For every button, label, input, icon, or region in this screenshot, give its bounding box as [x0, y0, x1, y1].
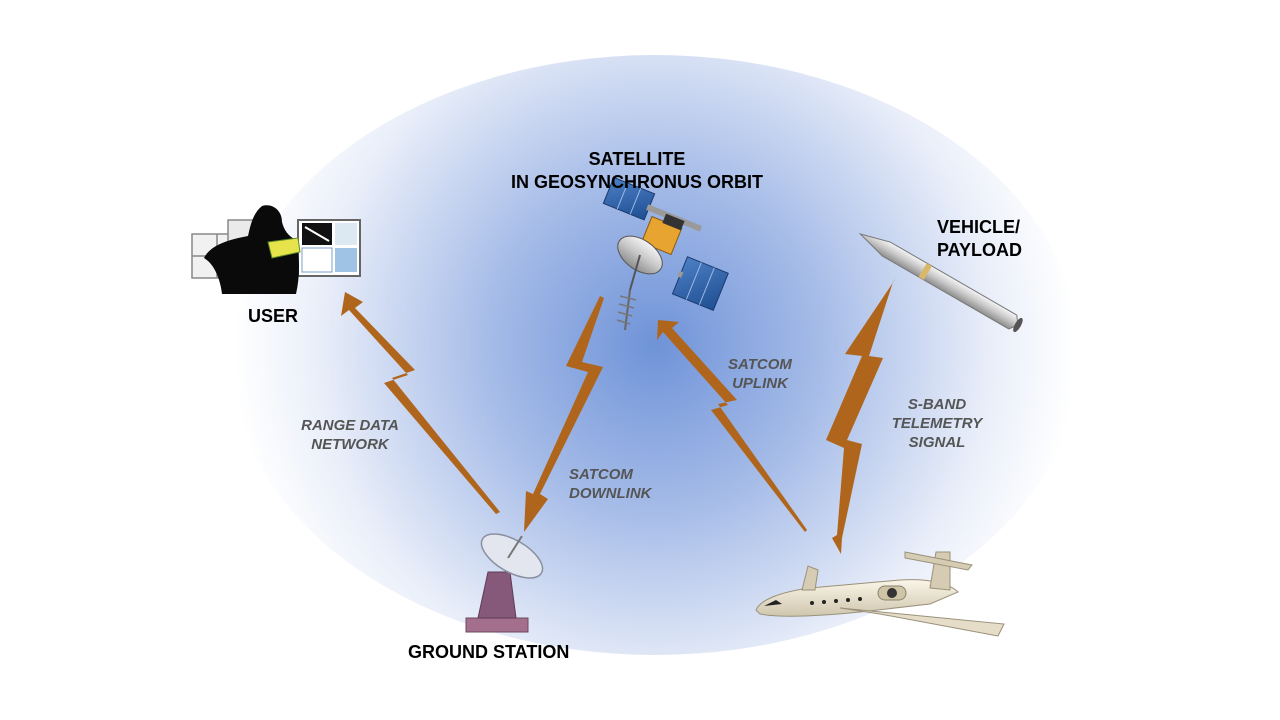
- vehicle-label-line1: VEHICLE/: [937, 217, 1021, 237]
- s-band-line3: SIGNAL: [908, 434, 966, 451]
- s-band-telemetry-bolt: [826, 278, 896, 554]
- missile-icon: [858, 233, 1023, 333]
- business-jet-icon: [755, 551, 1005, 637]
- range-data-network-label: RANGE DATA NETWORK: [290, 416, 410, 454]
- range-data-line2: NETWORK: [311, 436, 389, 453]
- satcom-uplink-line1: SATCOM: [728, 356, 792, 373]
- background-glow: [230, 55, 1080, 655]
- vehicle-label-line2: PAYLOAD: [937, 240, 1023, 260]
- satcom-downlink-line2: DOWNLINK: [569, 485, 652, 502]
- range-data-network-bolt: [341, 292, 500, 514]
- satellite-icon: [602, 176, 729, 331]
- satellite-label-line1: SATELLITE: [588, 149, 686, 169]
- user-workstation-icon: [191, 205, 361, 294]
- satcom-downlink-bolt: [524, 296, 604, 532]
- user-label: USER: [248, 306, 299, 326]
- satcom-uplink-bolt: [657, 320, 807, 532]
- ground-station-dish-icon: [465, 533, 544, 633]
- satcom-downlink-line1: SATCOM: [569, 466, 633, 483]
- satellite-label: SATELLITE IN GEOSYNCHRONUS ORBIT: [482, 148, 792, 194]
- s-band-telemetry-label: S-BAND TELEMETRY SIGNAL: [882, 395, 992, 452]
- vehicle-payload-label: VEHICLE/ PAYLOAD: [937, 216, 1022, 262]
- satellite-label-line2: IN GEOSYNCHRONUS ORBIT: [510, 172, 764, 192]
- s-band-line1: S-BAND: [907, 396, 967, 413]
- satcom-downlink-label: SATCOM DOWNLINK: [569, 465, 652, 503]
- satcom-uplink-line2: UPLINK: [732, 375, 788, 392]
- range-data-line1: RANGE DATA: [301, 417, 399, 434]
- s-band-line2: TELEMETRY: [891, 415, 983, 432]
- ground-station-label: GROUND STATION: [408, 642, 570, 662]
- satcom-uplink-label: SATCOM UPLINK: [718, 355, 802, 393]
